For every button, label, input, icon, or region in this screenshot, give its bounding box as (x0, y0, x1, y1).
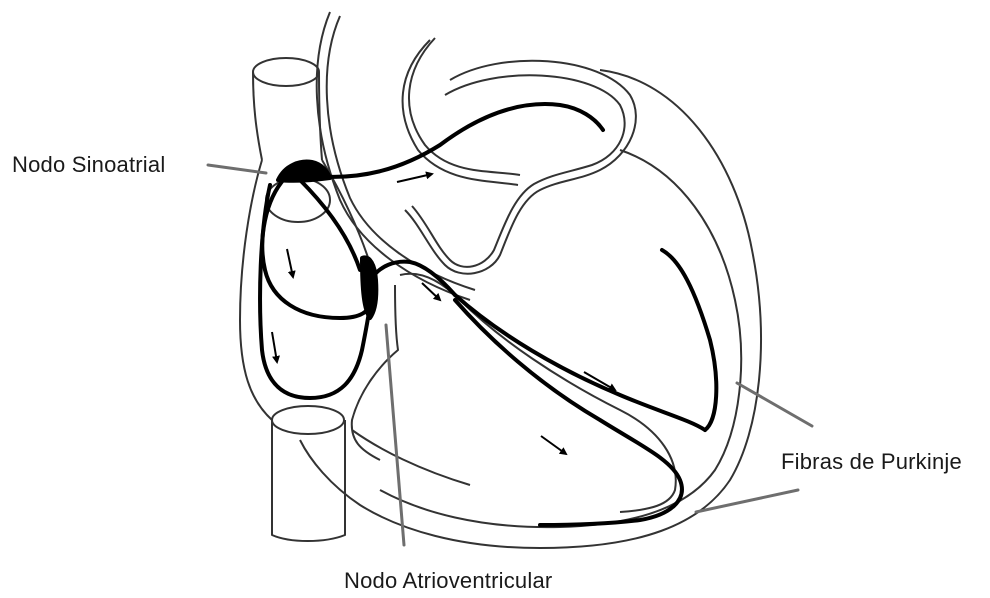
heart-outline (240, 12, 761, 548)
inferior-vena-cava (272, 406, 345, 541)
leader-line-atrioventricular (386, 325, 404, 545)
conduction-arrows (272, 174, 615, 454)
septum (352, 274, 676, 512)
arrow-icon (422, 283, 440, 300)
leader-line-sinoatrial (208, 165, 266, 173)
sinoatrial-node-label: Nodo Sinoatrial (12, 152, 165, 178)
left-bundle-branch-outer (662, 250, 716, 430)
arrow-icon (541, 436, 566, 454)
atrioventricular-node-label: Nodo Atrioventricular (344, 568, 552, 594)
superior-vena-cava (253, 58, 322, 160)
right-bundle-branch (455, 300, 682, 525)
arrow-icon (272, 332, 277, 362)
atrioventricular-node (362, 257, 376, 318)
leader-line-purkinje-upper (737, 383, 812, 426)
purkinje-fibers-label: Fibras de Purkinje (781, 449, 962, 475)
arrow-icon (287, 249, 293, 277)
internodal-pathway-middle (300, 180, 360, 270)
arrow-icon (397, 174, 432, 182)
